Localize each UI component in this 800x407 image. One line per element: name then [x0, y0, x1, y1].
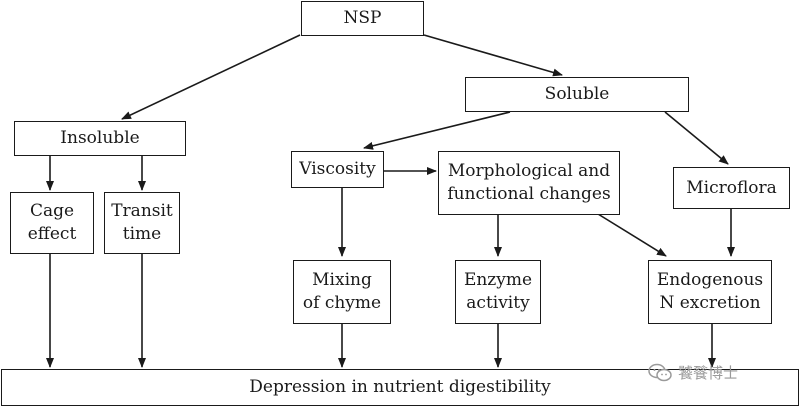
node-enzyme-activity: Enzyme activity: [455, 260, 541, 324]
node-insoluble: Insoluble: [14, 121, 186, 156]
arrow-nsp-to-soluble: [423, 34, 563, 77]
node-morphological-changes: Morphological and functional changes: [438, 151, 620, 215]
node-viscosity: Viscosity: [291, 151, 384, 188]
node-mixing-of-chyme: Mixing of chyme: [293, 260, 391, 324]
node-soluble: Soluble: [465, 77, 689, 112]
arrow-soluble-to-microflora: [664, 111, 729, 165]
arrow-morph-to-endogenous: [597, 213, 667, 257]
node-microflora: Microflora: [673, 167, 790, 209]
watermark: 饕餮博士: [648, 362, 738, 383]
node-nsp: NSP: [301, 1, 424, 36]
node-transit-time: Transit time: [104, 192, 180, 254]
watermark-text: 饕餮博士: [678, 364, 739, 382]
arrow-soluble-to-viscosity: [363, 111, 511, 150]
arrow-nsp-to-insoluble: [121, 34, 301, 120]
node-endogenous-n-excretion: Endogenous N excretion: [648, 260, 772, 324]
wechat-official-account-icon: [648, 363, 672, 381]
node-cage-effect: Cage effect: [10, 192, 94, 254]
